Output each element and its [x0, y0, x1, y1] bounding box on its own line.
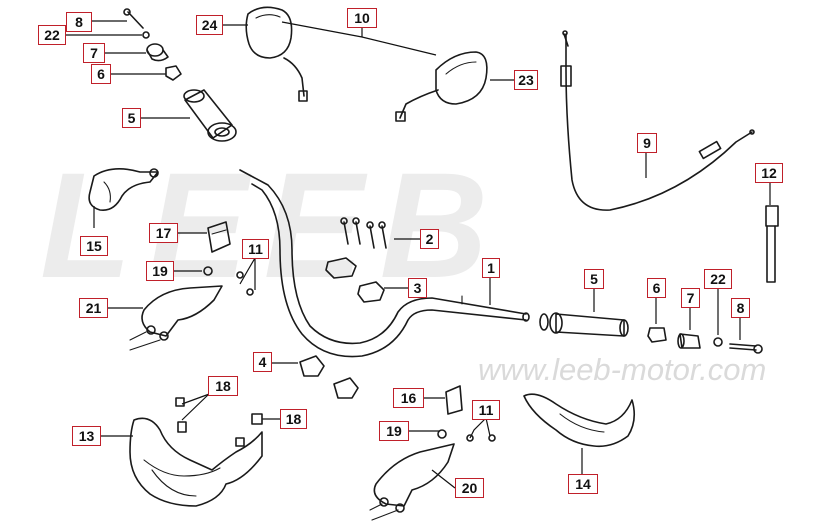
part-switch-housing-right [369, 443, 455, 521]
callout-10: 10 [347, 8, 377, 28]
callout-18-lower: 18 [280, 409, 307, 429]
part-grommet-right [437, 429, 447, 439]
callout-14: 14 [568, 474, 598, 494]
callout-5-right: 5 [584, 269, 604, 289]
callout-13: 13 [72, 426, 101, 446]
callout-17: 17 [149, 223, 178, 243]
part-lower-clamps [299, 355, 359, 399]
part-mirror-left [245, 6, 308, 102]
callout-15: 15 [80, 236, 108, 256]
callout-6-left: 6 [91, 64, 111, 84]
part-cable-tie [765, 205, 779, 283]
callout-21: 21 [79, 298, 108, 318]
part-clamp-bolts [340, 217, 387, 249]
part-bar-end-weight-right [677, 333, 701, 349]
part-headlight-cover [129, 417, 263, 507]
part-bar-end-insert-left [165, 65, 182, 81]
part-switch-housing-left [129, 285, 223, 351]
watermark-brand: LEEB [40, 141, 505, 309]
callout-22-right: 22 [704, 269, 732, 289]
part-hand-guard-left-small [88, 168, 159, 212]
callout-18-upper: 18 [208, 376, 238, 396]
part-bolt-right [729, 343, 763, 354]
part-cover-screws [175, 397, 263, 447]
part-switch-right [445, 385, 463, 415]
callout-22-left: 22 [38, 25, 66, 45]
part-handlebar [239, 169, 530, 358]
part-grommet-left [203, 266, 213, 276]
callout-6-right: 6 [647, 278, 666, 298]
part-bar-end-insert-right [647, 327, 667, 343]
part-upper-clamps [325, 257, 385, 303]
part-grip-left [183, 89, 237, 142]
callout-8-right: 8 [731, 298, 750, 318]
part-hand-guard-right [523, 393, 636, 448]
callout-7-right: 7 [681, 288, 700, 308]
watermark-url: www.leeb-motor.com [478, 352, 767, 387]
part-screws-left [236, 271, 254, 296]
callout-7-left: 7 [83, 43, 105, 63]
part-bolt-left [123, 8, 144, 29]
callout-23: 23 [514, 70, 538, 90]
part-grip-right [539, 312, 629, 337]
part-throttle-cable [560, 30, 755, 211]
callout-8-left: 8 [66, 12, 92, 32]
callout-11-right: 11 [472, 400, 500, 420]
part-washer-right [713, 337, 723, 347]
part-bar-end-weight-left [146, 43, 169, 62]
callout-19-left: 19 [146, 261, 174, 281]
callout-20: 20 [455, 478, 484, 498]
part-mirror-right [395, 51, 488, 122]
callout-19-right: 19 [379, 421, 409, 441]
part-switch-left [207, 221, 231, 253]
callout-12: 12 [755, 163, 783, 183]
callout-16: 16 [393, 388, 424, 408]
callout-2: 2 [420, 229, 439, 249]
callout-1: 1 [482, 258, 500, 278]
leader-lines [66, 20, 771, 489]
callout-4: 4 [253, 352, 272, 372]
callout-3: 3 [408, 278, 427, 298]
callout-11-left: 11 [242, 239, 269, 259]
part-screws-right [466, 434, 496, 442]
callout-9: 9 [637, 133, 657, 153]
callout-5-left: 5 [122, 108, 141, 128]
callout-24: 24 [196, 15, 223, 35]
part-washer-left [142, 31, 150, 39]
